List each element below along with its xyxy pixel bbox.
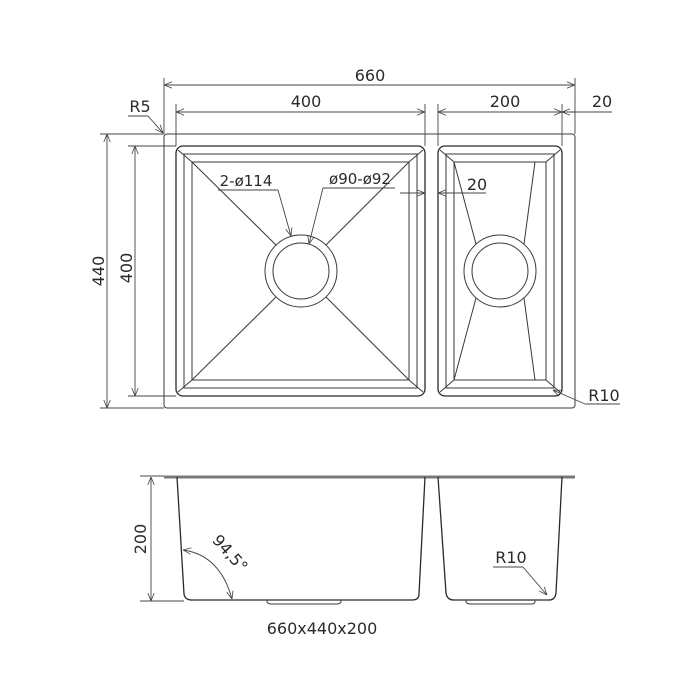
right-bowl — [437, 145, 563, 397]
label-drain-size: ø90-ø92 — [329, 170, 391, 188]
left-drain-inner — [272, 242, 330, 300]
right-drain-inner — [471, 242, 529, 300]
label-r5: R5 — [129, 97, 150, 116]
side-view: 200 94,5° R10 — [131, 475, 575, 605]
label-bottom-radius: R10 — [495, 548, 526, 567]
dim-bowl-depth: 400 — [117, 253, 136, 284]
sink-outer-frame — [163, 133, 576, 409]
dim-overall-width: 660 — [355, 66, 386, 85]
dim-left-bowl-width: 400 — [291, 92, 322, 111]
dim-height: 200 — [131, 524, 150, 555]
label-drain-hole: 2-ø114 — [220, 172, 273, 190]
label-bowl-radius: R10 — [588, 386, 619, 405]
left-bowl — [175, 145, 426, 397]
dim-right-margin: 20 — [592, 92, 612, 111]
label-wall-angle: 94,5° — [208, 531, 251, 576]
dim-divider-width: 20 — [467, 175, 487, 194]
right-drain-outer — [463, 234, 537, 308]
top-view: 660 400 200 20 R5 440 400 2-ø114 ø90-ø92… — [89, 66, 620, 409]
dimensions-caption: 660x440x200 — [267, 619, 378, 638]
dim-overall-depth: 440 — [89, 256, 108, 287]
dim-right-bowl-width: 200 — [490, 92, 521, 111]
left-drain-outer — [264, 234, 338, 308]
right-bowl-profile — [437, 476, 563, 601]
